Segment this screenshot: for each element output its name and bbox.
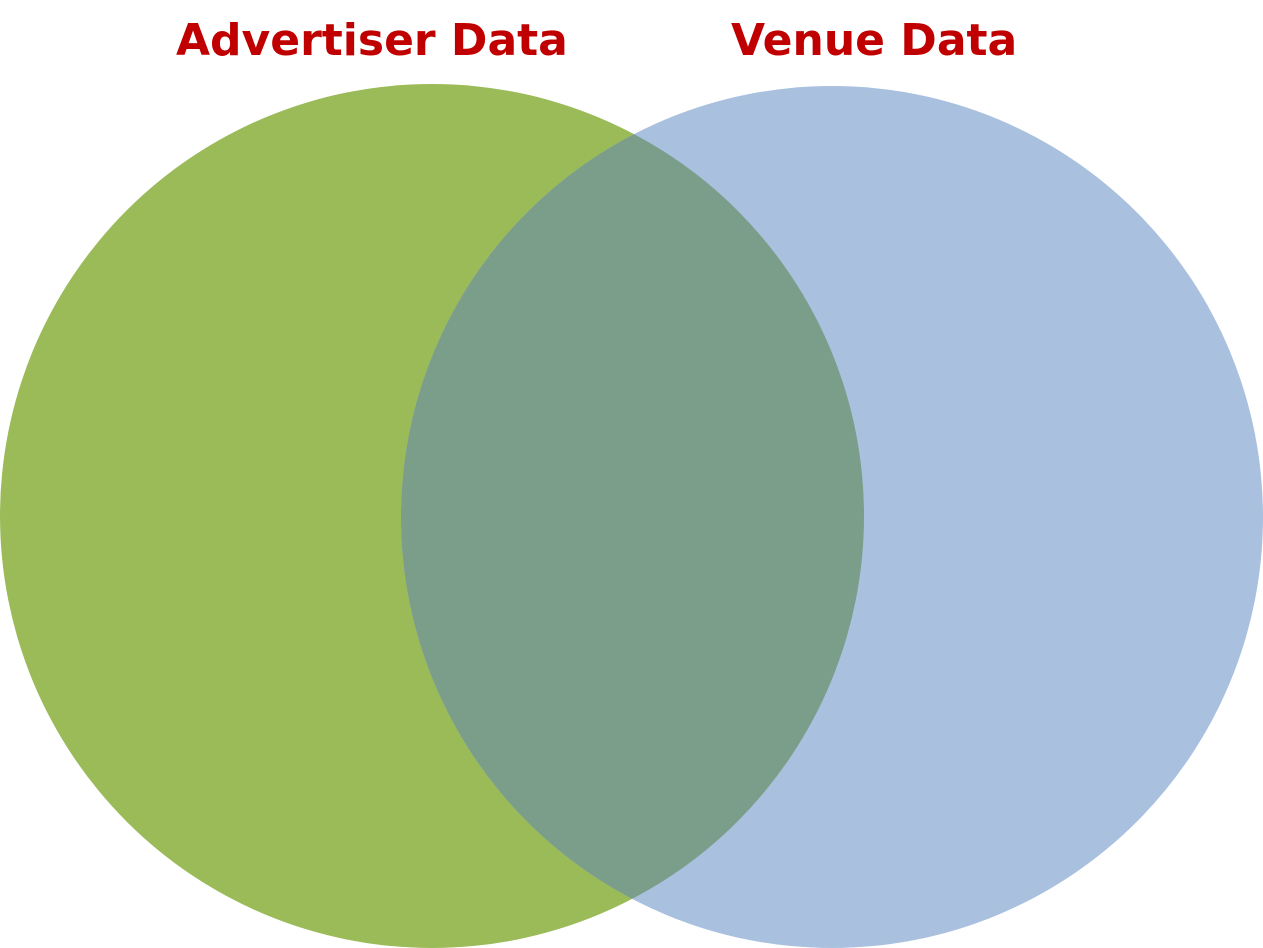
venue-data-label: Venue Data	[731, 15, 1018, 66]
advertiser-data-label: Advertiser Data	[176, 15, 568, 66]
overlap-region	[401, 86, 864, 948]
